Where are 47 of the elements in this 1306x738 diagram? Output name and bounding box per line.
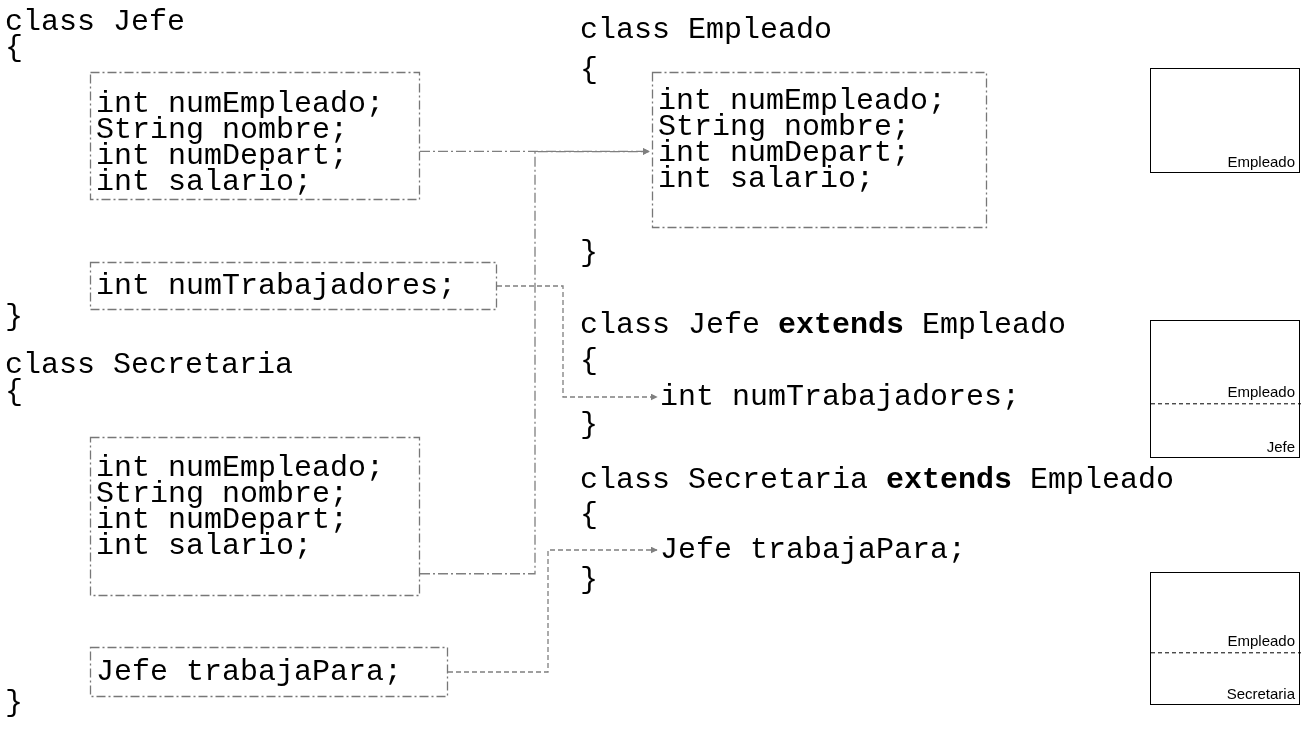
dashed-code-box <box>652 72 987 228</box>
code-line: int numDepart; <box>96 143 349 169</box>
code-line: Jefe trabajaPara; <box>96 659 403 685</box>
code-line: Jefe trabajaPara; <box>660 537 967 563</box>
block-label: Empleado <box>1227 153 1295 170</box>
block-label: Jefe <box>1266 438 1295 455</box>
class-header: class Jefe <box>5 9 186 35</box>
connector-arrow <box>419 148 650 575</box>
memory-block <box>1150 320 1300 458</box>
code-line: int numEmpleado; <box>658 88 947 114</box>
code-line: String nombre; <box>658 114 911 140</box>
brace: } <box>5 690 23 716</box>
code-line: int numDepart; <box>658 140 911 166</box>
class-header: class Secretaria extends Empleado <box>580 467 1175 493</box>
memory-block <box>1150 572 1300 705</box>
brace: { <box>580 57 598 83</box>
code-line: int salario; <box>96 533 313 559</box>
brace: } <box>5 304 23 330</box>
brace: } <box>580 412 598 438</box>
code-line: int salario; <box>658 166 875 192</box>
dashed-code-box <box>90 72 420 200</box>
code-line: int numEmpleado; <box>96 455 385 481</box>
dashed-code-box <box>90 262 497 310</box>
block-label: Empleado <box>1227 631 1295 649</box>
code-line: int numTrabajadores; <box>660 384 1021 410</box>
code-line: int salario; <box>96 169 313 195</box>
connector-arrow <box>496 285 658 401</box>
code-line: int numTrabajadores; <box>96 273 457 299</box>
brace: { <box>5 379 23 405</box>
code-line: int numEmpleado; <box>96 91 385 117</box>
memory-block <box>1150 68 1300 173</box>
class-header: class Empleado <box>580 17 833 43</box>
brace: { <box>5 35 23 61</box>
dashed-code-box <box>90 437 420 596</box>
dashed-code-box <box>90 647 448 697</box>
code-line: String nombre; <box>96 481 349 507</box>
brace: } <box>580 240 598 266</box>
brace: { <box>580 348 598 374</box>
code-line: int numDepart; <box>96 507 349 533</box>
class-header: class Secretaria <box>5 352 294 378</box>
code-line: String nombre; <box>96 117 349 143</box>
class-header: class Jefe extends Empleado <box>580 312 1067 338</box>
connector-arrow <box>447 546 658 673</box>
block-label: Secretaria <box>1226 685 1295 702</box>
block-label: Empleado <box>1227 382 1295 400</box>
brace: { <box>580 502 598 528</box>
brace: } <box>580 567 598 593</box>
